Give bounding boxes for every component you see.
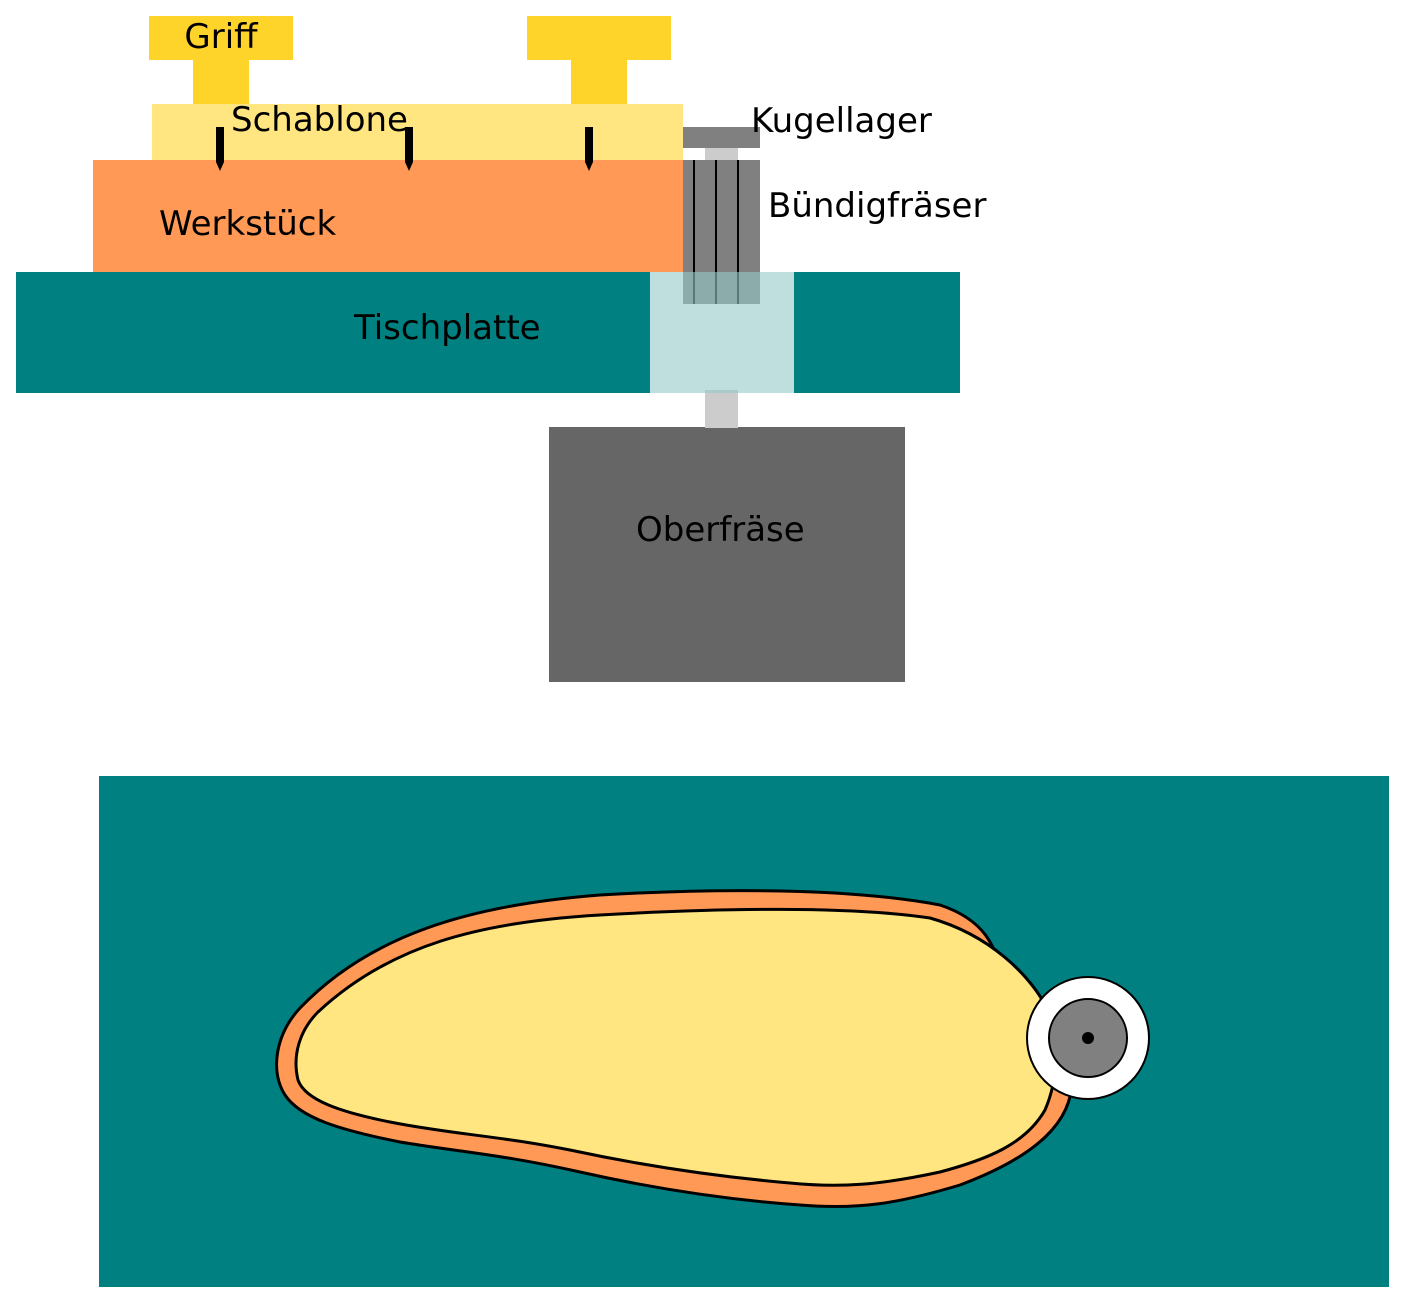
nail-3 bbox=[585, 127, 593, 171]
handle-right bbox=[527, 16, 671, 104]
top-view bbox=[99, 776, 1389, 1287]
side-view: Griff Schablone Kugellager Bündigfräser … bbox=[16, 16, 986, 682]
label-griff: Griff bbox=[184, 17, 259, 57]
router-body bbox=[549, 427, 905, 682]
bearing-top-view bbox=[1026, 976, 1150, 1100]
template bbox=[152, 104, 683, 160]
label-kugellager: Kugellager bbox=[751, 101, 932, 141]
table-plate-right bbox=[794, 272, 960, 393]
label-tischplatte: Tischplatte bbox=[353, 308, 541, 348]
template-top-view bbox=[294, 907, 1058, 1187]
label-schablone: Schablone bbox=[231, 100, 408, 140]
label-werkstueck: Werkstück bbox=[159, 204, 336, 244]
table-plate-left bbox=[16, 272, 650, 393]
nail-1 bbox=[216, 127, 224, 171]
nail-2 bbox=[405, 127, 413, 171]
table-opening bbox=[650, 272, 794, 393]
bearing bbox=[683, 127, 760, 148]
router-shaft bbox=[705, 390, 738, 428]
label-buendigfraeser: Bündigfräser bbox=[768, 186, 986, 226]
handle-left bbox=[149, 16, 293, 104]
workpiece bbox=[93, 160, 683, 272]
label-oberfraese: Oberfräse bbox=[636, 510, 805, 550]
